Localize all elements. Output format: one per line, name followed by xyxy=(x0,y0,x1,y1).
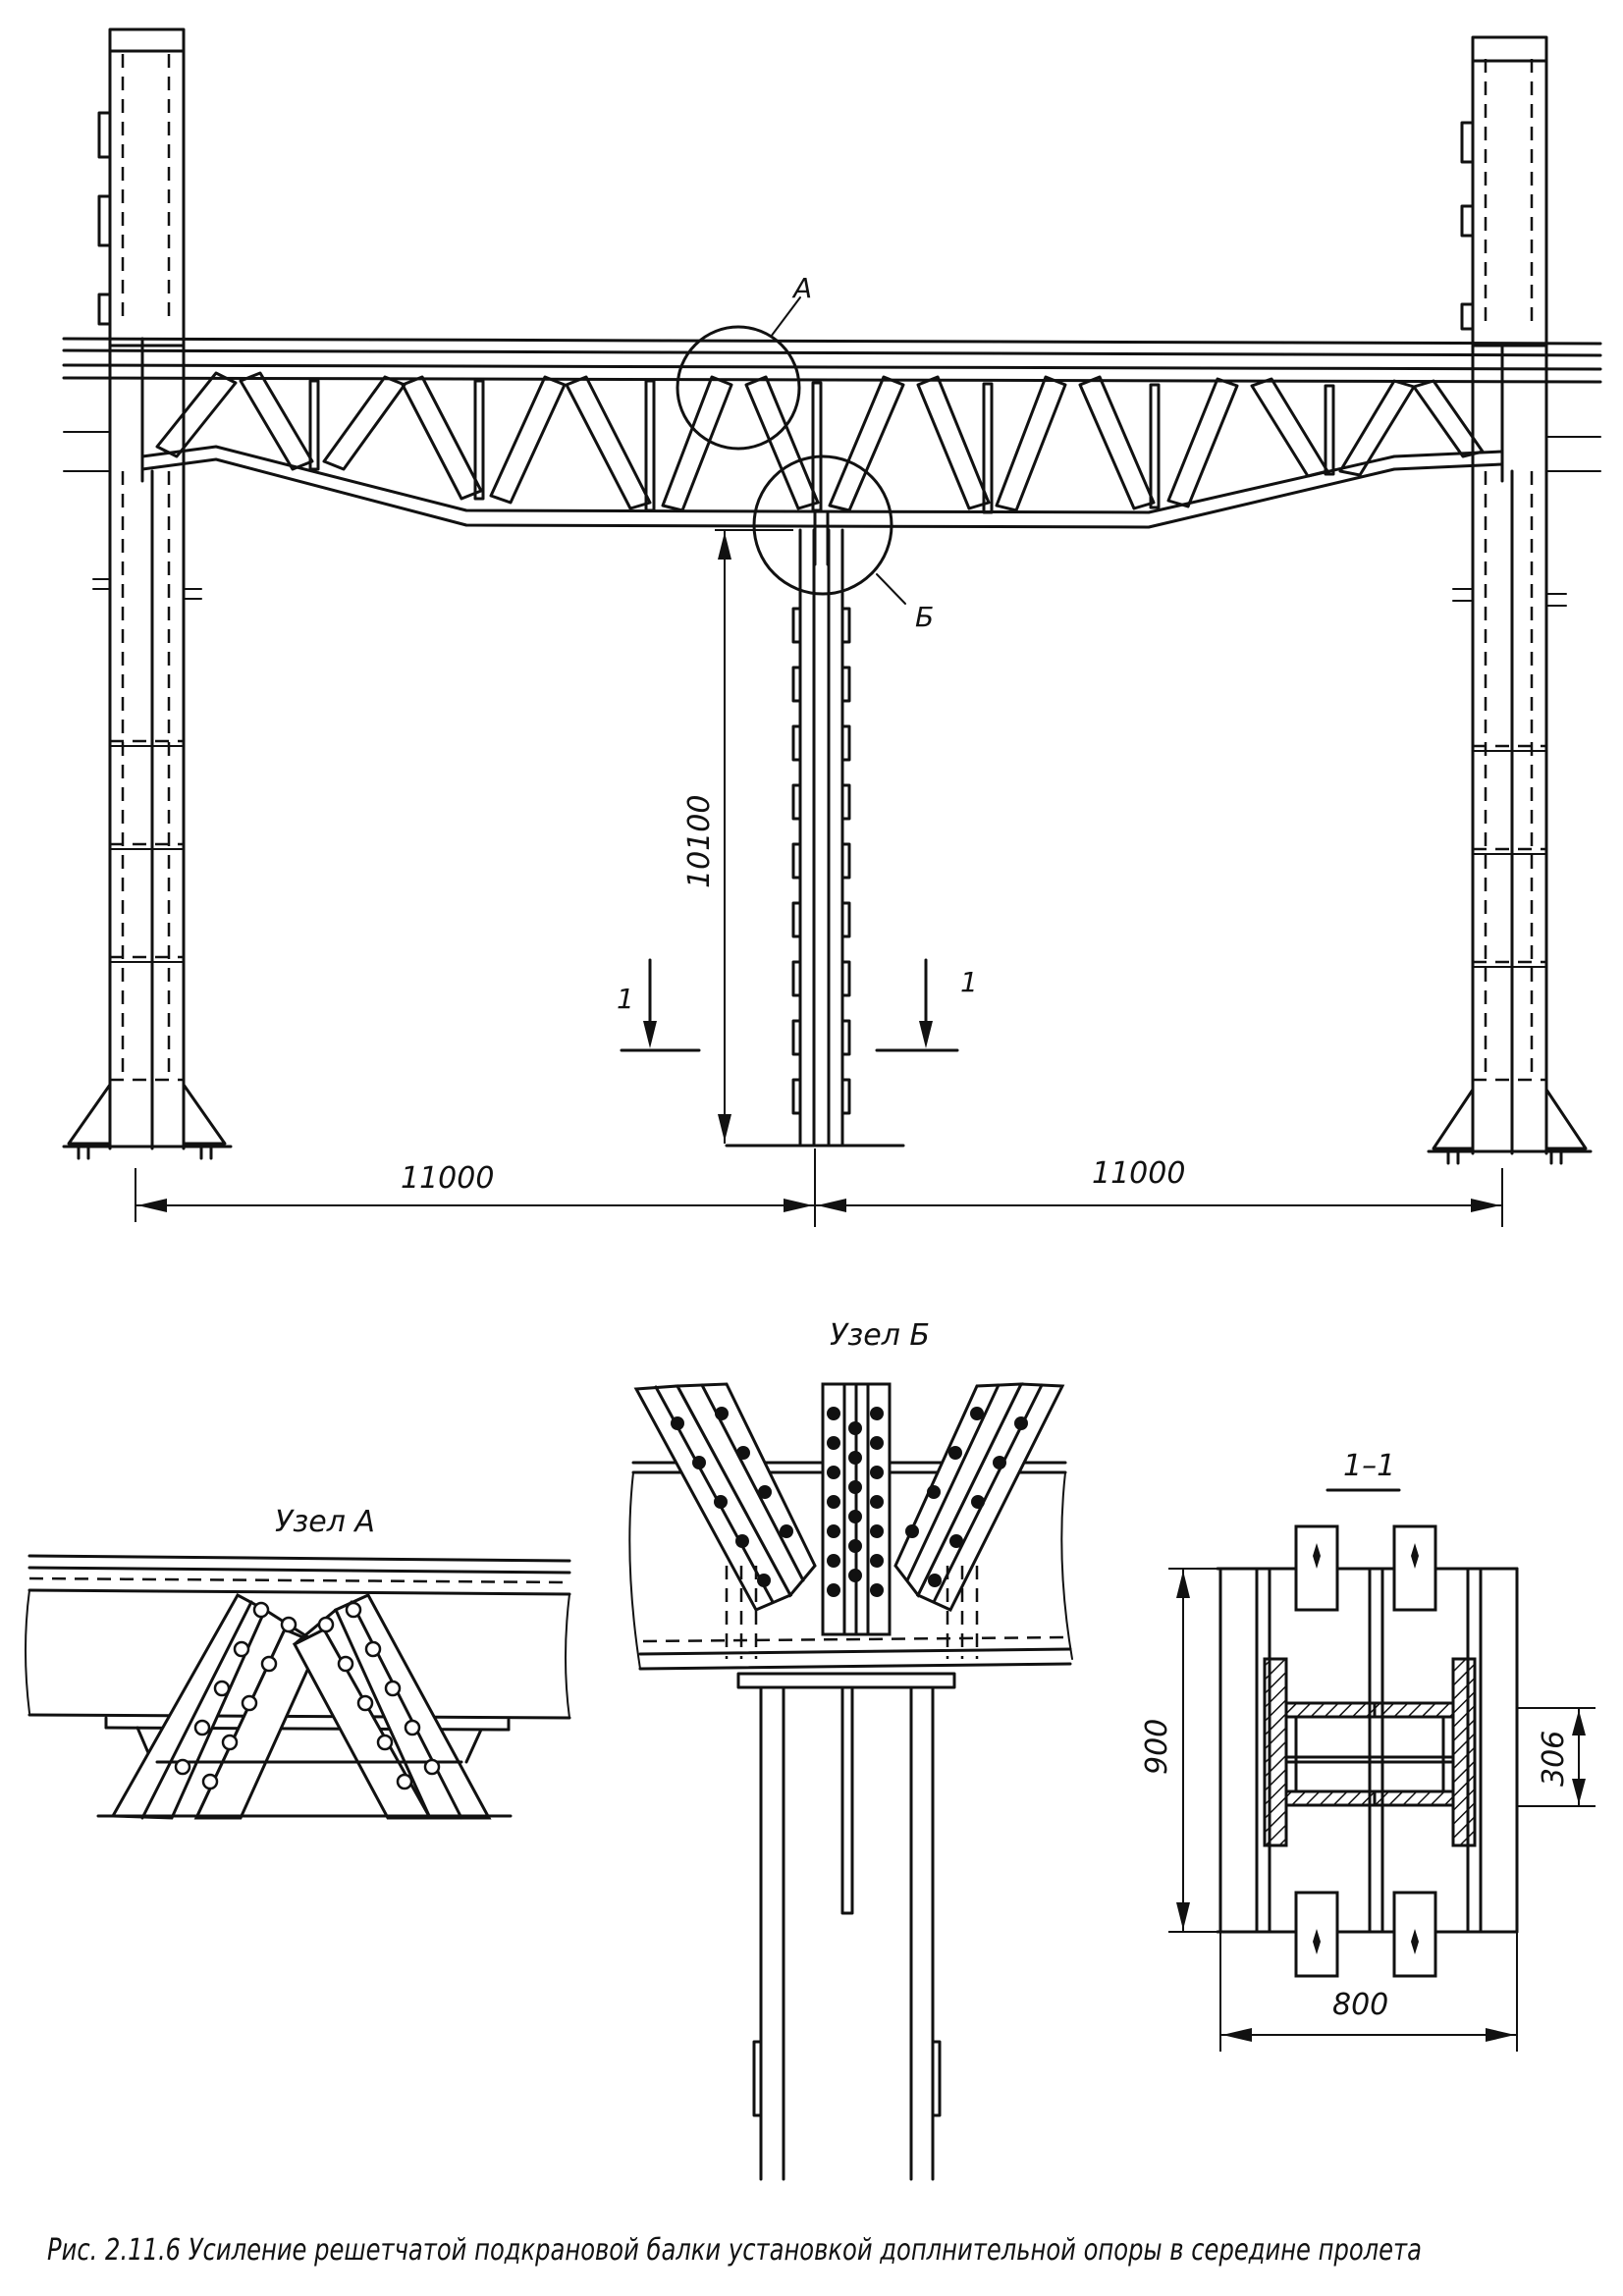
section-1-1: 1–1 xyxy=(1140,1449,1596,2052)
node-a-title: Узел А xyxy=(275,1505,375,1539)
section-width-value: 800 xyxy=(1332,1988,1388,2022)
span-left-value: 11000 xyxy=(401,1161,494,1196)
section-web-value: 306 xyxy=(1537,1731,1571,1787)
section-left-label: 1 xyxy=(617,983,634,1015)
section-title: 1–1 xyxy=(1343,1449,1395,1483)
truss-web xyxy=(155,371,1485,514)
height-dimension-value: 10100 xyxy=(682,795,717,888)
height-dimension xyxy=(715,529,793,1144)
section-height-value: 900 xyxy=(1140,1719,1174,1775)
section-right-label: 1 xyxy=(960,966,978,998)
crane-beam-top-chord xyxy=(62,337,1602,483)
figure-caption: Рис. 2.11.6 Усиление решетчатой подкрано… xyxy=(47,2233,1422,2268)
span-right-value: 11000 xyxy=(1092,1156,1185,1191)
crane-beam-bottom-chord xyxy=(140,445,1504,529)
node-callouts xyxy=(676,296,906,605)
section-marks xyxy=(620,958,959,1052)
node-b-mark: Б xyxy=(915,601,934,633)
left-column xyxy=(62,27,233,1160)
right-column xyxy=(1427,35,1593,1165)
span-dimensions xyxy=(135,1148,1503,1227)
middle-support-column xyxy=(725,510,905,1148)
main-elevation: А Б 1 1 10100 11000 11000 xyxy=(62,27,1602,1227)
node-b-detail: Узел Б xyxy=(628,1318,1073,2181)
node-a-detail: Узел А xyxy=(25,1505,571,1820)
node-a-mark: А xyxy=(791,272,812,304)
node-b-title: Узел Б xyxy=(830,1318,930,1353)
